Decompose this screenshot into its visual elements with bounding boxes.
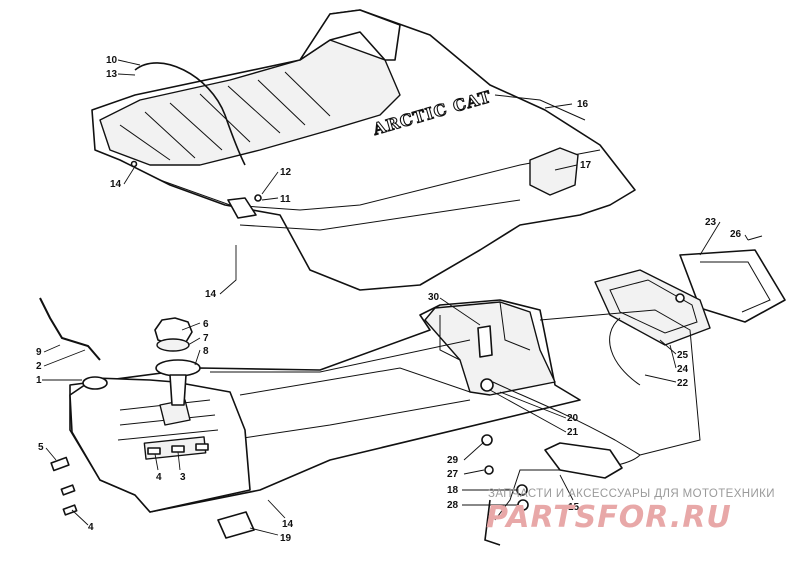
chassis-body xyxy=(50,299,581,539)
callout-30: 30 xyxy=(428,292,440,303)
callout-14: 14 xyxy=(205,289,217,300)
tail-light-assembly xyxy=(594,235,786,386)
callout-27: 27 xyxy=(447,469,459,480)
callout-19: 19 xyxy=(280,533,292,544)
callout-20: 20 xyxy=(567,413,579,424)
callout-6: 6 xyxy=(203,319,209,330)
callout-4: 4 xyxy=(88,522,94,533)
callout-2: 2 xyxy=(36,361,42,372)
callout-14: 14 xyxy=(282,519,294,530)
callout-7: 7 xyxy=(203,333,209,344)
vent-tube xyxy=(39,297,101,361)
callout-10: 10 xyxy=(106,55,118,66)
callout-8: 8 xyxy=(203,346,209,357)
callout-23: 23 xyxy=(705,217,717,228)
seat-hood-assembly: ARCTIC CAT xyxy=(91,9,636,291)
callout-22: 22 xyxy=(677,378,689,389)
callout-labels: 10 13 14 12 11 16 17 14 26 23 6 7 8 9 2 … xyxy=(36,55,742,544)
callout-12: 12 xyxy=(280,167,292,178)
callout-28: 28 xyxy=(447,500,459,511)
callout-14: 14 xyxy=(110,179,122,190)
callout-9: 9 xyxy=(36,347,42,358)
callout-26: 26 xyxy=(730,229,742,240)
watermark-tagline: ЗАПЧАСТИ И АКСЕССУАРЫ ДЛЯ МОТОТЕХНИКИ xyxy=(488,488,775,500)
callout-3: 3 xyxy=(180,472,186,483)
callout-29: 29 xyxy=(447,455,459,466)
callout-15: 15 xyxy=(568,502,580,513)
leader-lines xyxy=(42,59,749,536)
callout-24: 24 xyxy=(677,364,689,375)
callout-1: 1 xyxy=(36,375,42,386)
callout-5: 5 xyxy=(38,442,44,453)
callout-25: 25 xyxy=(677,350,689,361)
wiring-harness xyxy=(481,309,701,546)
callout-21: 21 xyxy=(567,427,579,438)
callout-11: 11 xyxy=(280,194,291,205)
callout-16: 16 xyxy=(577,99,589,110)
callout-13: 13 xyxy=(106,69,118,80)
callout-4: 4 xyxy=(156,472,162,483)
callout-18: 18 xyxy=(447,485,459,496)
fuel-cap-stack xyxy=(154,317,201,406)
watermark-logo: PARTSFOR.RU xyxy=(486,500,732,535)
callout-17: 17 xyxy=(580,160,592,171)
